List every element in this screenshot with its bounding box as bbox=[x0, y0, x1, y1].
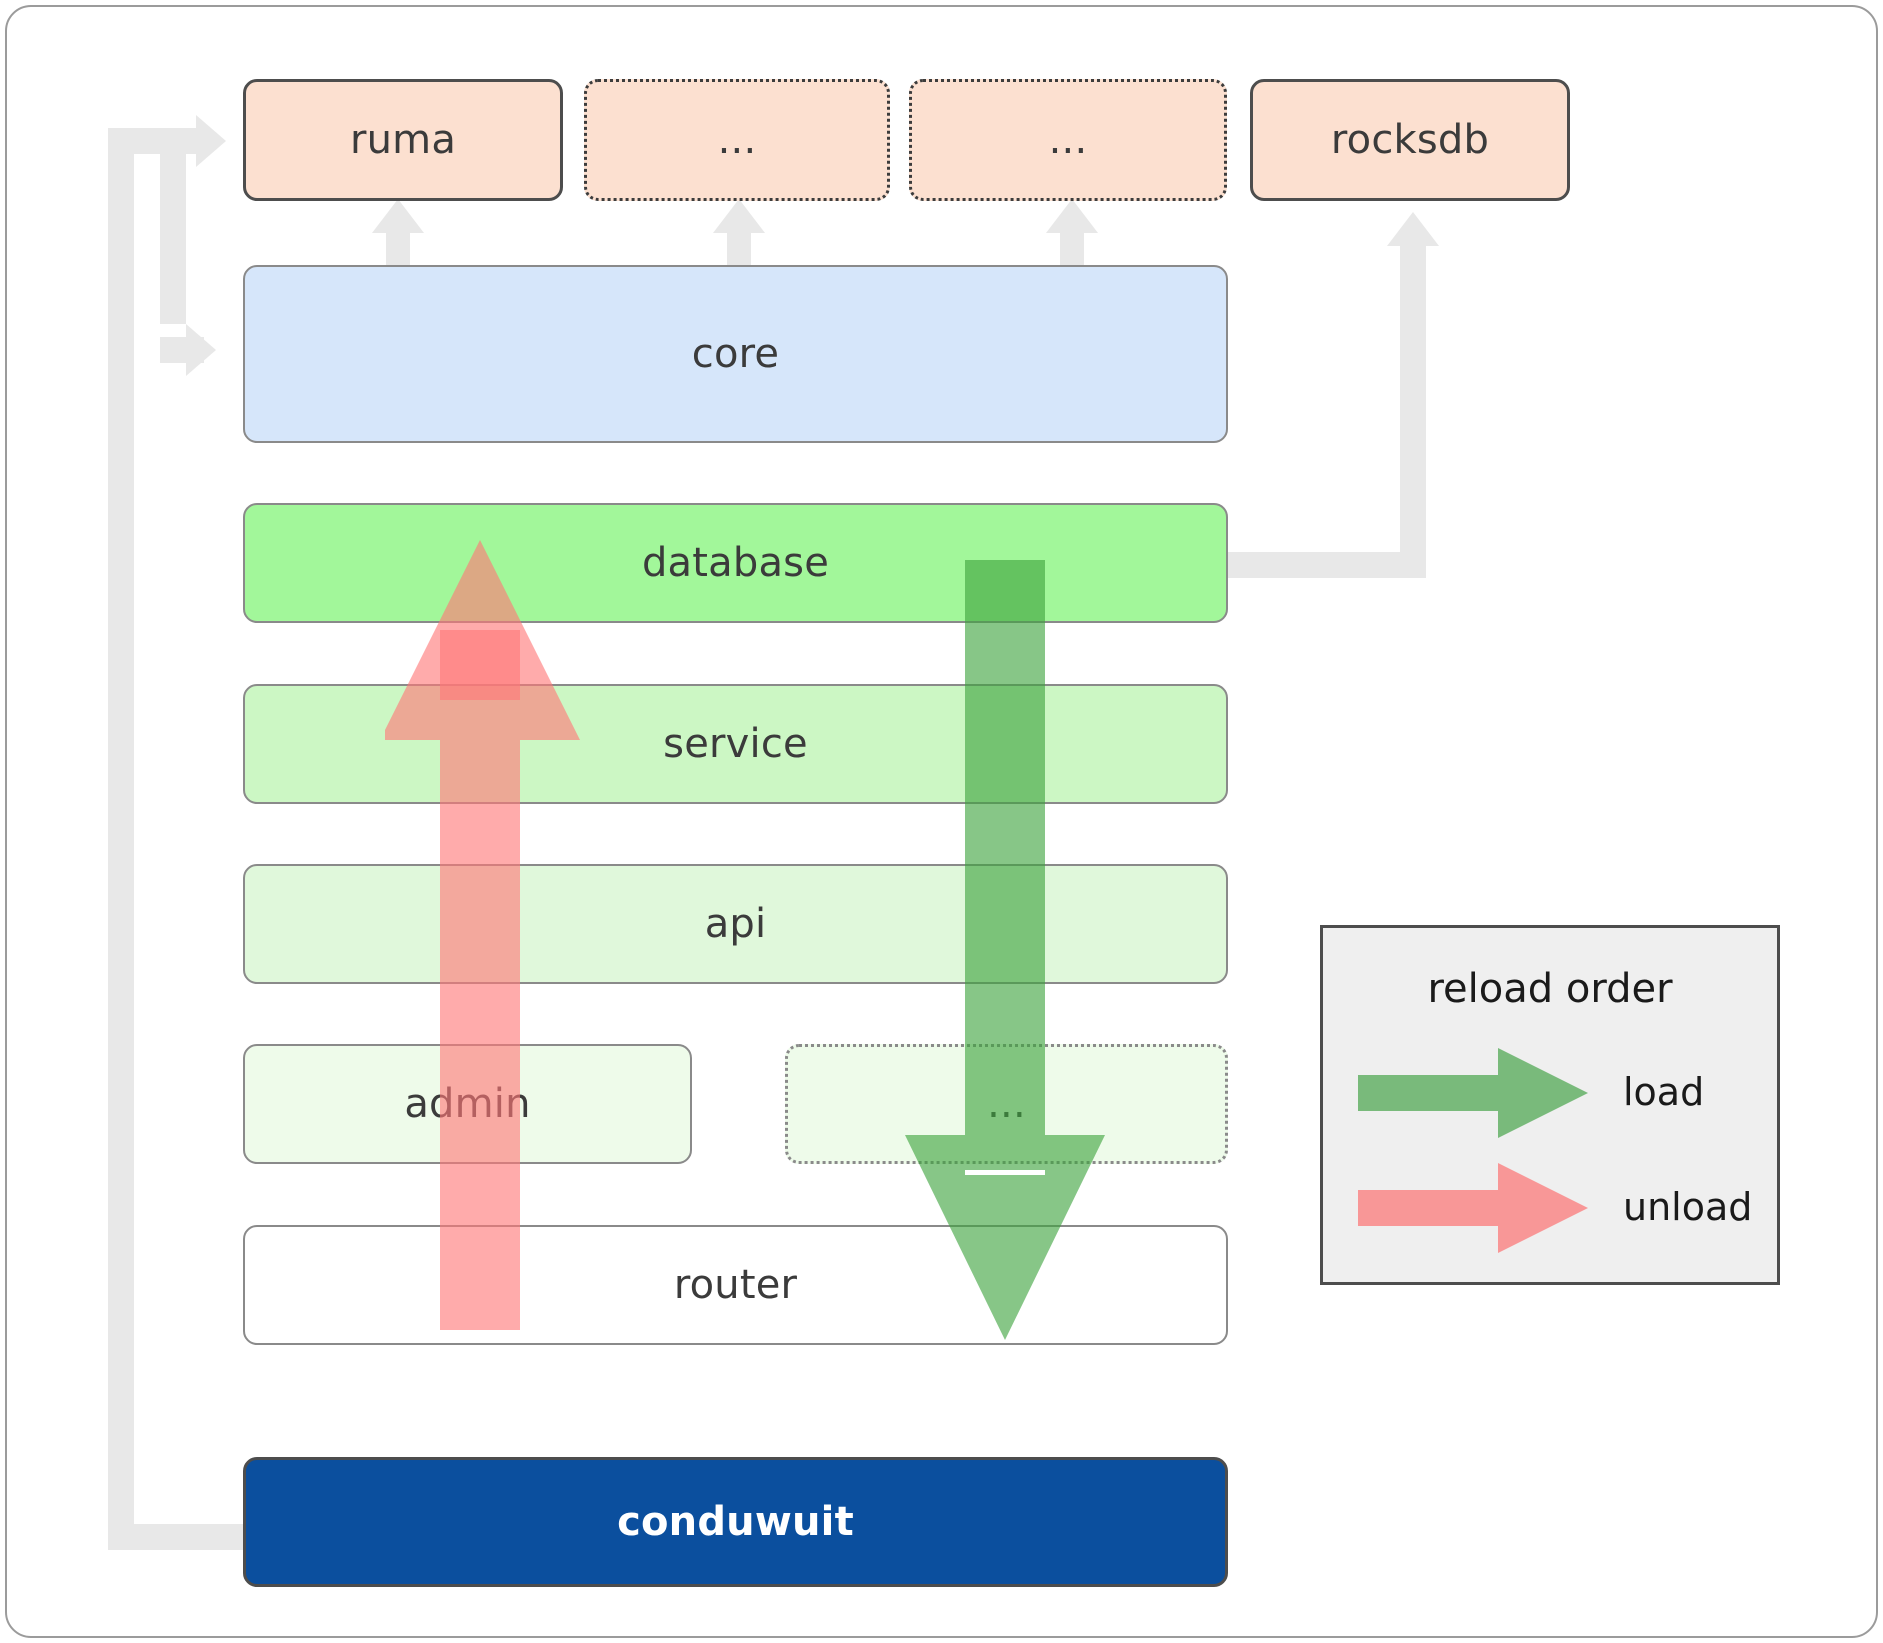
connector-arrowhead-ruma bbox=[196, 115, 226, 167]
connector-left-spine bbox=[108, 128, 134, 1528]
connector-arrowhead-rocksdb bbox=[1387, 212, 1439, 246]
connector-inner-spine bbox=[160, 128, 186, 324]
node-ellipsis-1[interactable]: ... bbox=[584, 79, 890, 201]
node-service-label: service bbox=[663, 721, 808, 767]
node-ruma[interactable]: ruma bbox=[243, 79, 563, 201]
node-ellipsis-2[interactable]: ... bbox=[909, 79, 1227, 201]
legend-load-arrow-icon bbox=[1358, 1048, 1588, 1138]
legend-title: reload order bbox=[1427, 966, 1673, 1012]
legend-panel: reload order load unload bbox=[1320, 925, 1780, 1285]
node-database-label: database bbox=[641, 540, 830, 586]
node-rocksdb-label: rocksdb bbox=[1330, 117, 1490, 163]
connector-arrowhead-core bbox=[186, 324, 216, 376]
node-router-label: router bbox=[673, 1262, 798, 1308]
legend-load-label: load bbox=[1623, 1070, 1705, 1114]
connector-database-to-rocksdb-vertical bbox=[1400, 245, 1426, 578]
node-conduwuit[interactable]: conduwuit bbox=[243, 1457, 1228, 1587]
connector-conduwuit-left-stub bbox=[108, 1524, 248, 1550]
arrow-core-to-ruma-head bbox=[372, 199, 424, 233]
load-arrow bbox=[905, 560, 1105, 1340]
node-core[interactable]: core bbox=[243, 265, 1228, 443]
node-api-label: api bbox=[704, 901, 767, 947]
node-ellipsis-1-label: ... bbox=[717, 117, 757, 163]
legend-unload-arrow-icon bbox=[1358, 1163, 1588, 1253]
arrow-core-to-ellipsis1-head bbox=[713, 199, 765, 233]
legend-unload-label: unload bbox=[1623, 1185, 1753, 1229]
node-api[interactable]: api bbox=[243, 864, 1228, 984]
arrow-core-to-ellipsis2-head bbox=[1046, 199, 1098, 233]
node-ellipsis-2-label: ... bbox=[1048, 117, 1088, 163]
unload-arrow bbox=[385, 540, 580, 1330]
node-database[interactable]: database bbox=[243, 503, 1228, 623]
node-core-label: core bbox=[691, 331, 780, 377]
node-ruma-label: ruma bbox=[349, 117, 457, 163]
node-conduwuit-label: conduwuit bbox=[617, 1499, 854, 1545]
node-rocksdb[interactable]: rocksdb bbox=[1250, 79, 1570, 201]
